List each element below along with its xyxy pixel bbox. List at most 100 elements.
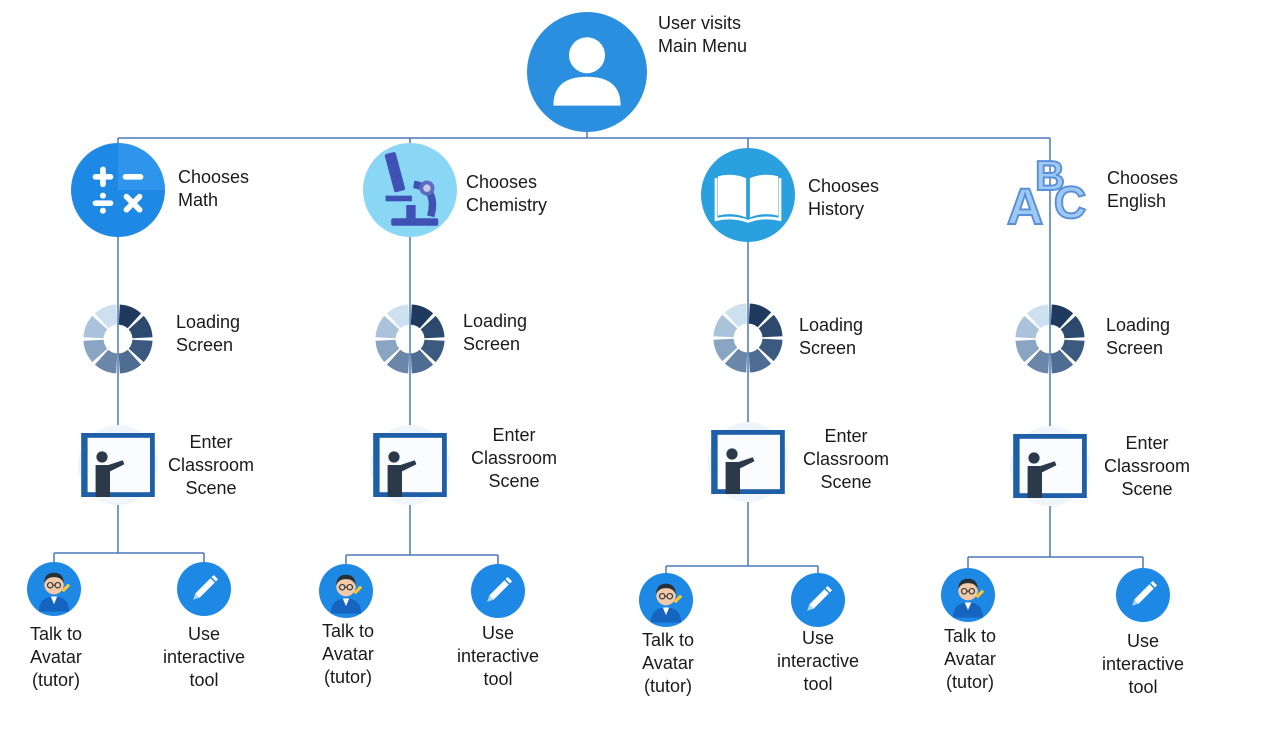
classroom-math-label-line: Enter xyxy=(189,432,233,452)
avatar-chemistry-label-line: Talk to xyxy=(322,621,375,641)
tool-history-label-line: Use xyxy=(802,628,835,648)
avatar-tutor-icon xyxy=(941,568,995,622)
avatar-history-label-line: Avatar xyxy=(642,653,694,673)
tool-english-label-line: interactive xyxy=(1102,654,1185,674)
avatar-history-label: Talk to Avatar (tutor) xyxy=(642,629,694,698)
microscope-icon xyxy=(363,143,457,237)
classroom-chemistry-label-line: Classroom xyxy=(471,448,558,468)
loading-spinner-icon xyxy=(712,302,784,374)
classroom-presentation-icon xyxy=(370,425,450,505)
tool-history-label: Use interactive tool xyxy=(777,627,859,696)
loading-history-label-line: Screen xyxy=(799,338,857,358)
avatar-math-label-line: Avatar xyxy=(30,647,82,667)
tool-math-label-line: Use xyxy=(188,624,221,644)
tool-math-label: Use interactive tool xyxy=(163,623,245,692)
classroom-math-label-line: Classroom xyxy=(168,455,255,475)
loading-spinner-icon xyxy=(82,303,154,375)
avatar-history-label-line: Talk to xyxy=(642,630,695,650)
loading-math-label-line: Loading xyxy=(176,312,241,332)
root-label-line: User visits xyxy=(658,13,742,33)
classroom-english-label-line: Enter xyxy=(1125,433,1169,453)
loading-english-label-line: Loading xyxy=(1106,315,1171,335)
tool-chemistry-label-line: interactive xyxy=(457,646,540,666)
tool-chemistry-label-line: tool xyxy=(483,669,513,689)
avatar-tutor-icon xyxy=(27,562,81,616)
tool-history-label-line: interactive xyxy=(777,651,860,671)
avatar-math-label-line: (tutor) xyxy=(32,670,81,690)
classroom-history-label-line: Enter xyxy=(824,426,868,446)
avatar-english-label: Talk to Avatar (tutor) xyxy=(944,625,996,694)
avatar-math-label-line: Talk to xyxy=(30,624,83,644)
tool-math-label-line: interactive xyxy=(163,647,246,667)
loading-chemistry-label-line: Loading xyxy=(463,311,528,331)
avatar-tutor-icon xyxy=(319,564,373,618)
choose-english-label-line: English xyxy=(1107,191,1167,211)
pencil-icon xyxy=(1116,568,1170,622)
tool-math-label-line: tool xyxy=(189,670,219,690)
avatar-chemistry-label-line: (tutor) xyxy=(324,667,373,687)
avatar-history-label-line: (tutor) xyxy=(644,676,693,696)
pencil-icon xyxy=(177,562,231,616)
loading-spinner-icon xyxy=(1014,303,1086,375)
avatar-chemistry-label-line: Avatar xyxy=(322,644,374,664)
root-label-line: Main Menu xyxy=(658,36,748,56)
tool-english-label: Use interactive tool xyxy=(1102,630,1184,699)
tool-english-label-line: Use xyxy=(1127,631,1160,651)
choose-history-label-line: Chooses xyxy=(808,176,880,196)
classroom-history-label-line: Classroom xyxy=(803,449,890,469)
choose-math-label-line: Math xyxy=(178,190,219,210)
classroom-chemistry-label-line: Scene xyxy=(488,471,540,491)
math-operators-icon xyxy=(71,143,165,237)
classroom-presentation-icon xyxy=(78,425,158,505)
loading-math-label-line: Screen xyxy=(176,335,234,355)
svg-text:C: C xyxy=(1054,177,1087,228)
classroom-english-label-line: Scene xyxy=(1121,479,1173,499)
tool-chemistry-label: Use interactive tool xyxy=(457,622,539,691)
choose-chemistry-label-line: Chemistry xyxy=(466,195,548,215)
svg-text:A: A xyxy=(1007,178,1044,235)
tool-history-label-line: tool xyxy=(803,674,833,694)
choose-chemistry-label-line: Chooses xyxy=(466,172,538,192)
classroom-presentation-icon xyxy=(708,422,788,502)
avatar-math-label: Talk to Avatar (tutor) xyxy=(30,623,82,692)
classroom-history-label-line: Scene xyxy=(820,472,872,492)
loading-english-label-line: Screen xyxy=(1106,338,1164,358)
avatar-tutor-icon xyxy=(639,573,693,627)
avatar-english-label-line: Avatar xyxy=(944,649,996,669)
classroom-presentation-icon xyxy=(1010,426,1090,506)
classroom-chemistry-label-line: Enter xyxy=(492,425,536,445)
choose-math-label-line: Chooses xyxy=(178,167,250,187)
classroom-math-label-line: Scene xyxy=(185,478,237,498)
tool-english-label-line: tool xyxy=(1128,677,1158,697)
avatar-english-label-line: Talk to xyxy=(944,626,997,646)
loading-spinner-icon xyxy=(374,303,446,375)
avatar-chemistry-label: Talk to Avatar (tutor) xyxy=(322,620,374,689)
classroom-english-label-line: Classroom xyxy=(1104,456,1191,476)
pencil-icon xyxy=(791,573,845,627)
loading-chemistry-label-line: Screen xyxy=(463,334,521,354)
loading-history-label-line: Loading xyxy=(799,315,864,335)
pencil-icon xyxy=(471,564,525,618)
tool-chemistry-label-line: Use xyxy=(482,623,515,643)
avatar-english-label-line: (tutor) xyxy=(946,672,995,692)
choose-english-label-line: Chooses xyxy=(1107,168,1179,188)
user-icon xyxy=(527,12,647,132)
svg-text:B: B xyxy=(1035,153,1065,199)
choose-history-label-line: History xyxy=(808,199,865,219)
book-icon xyxy=(701,148,795,242)
